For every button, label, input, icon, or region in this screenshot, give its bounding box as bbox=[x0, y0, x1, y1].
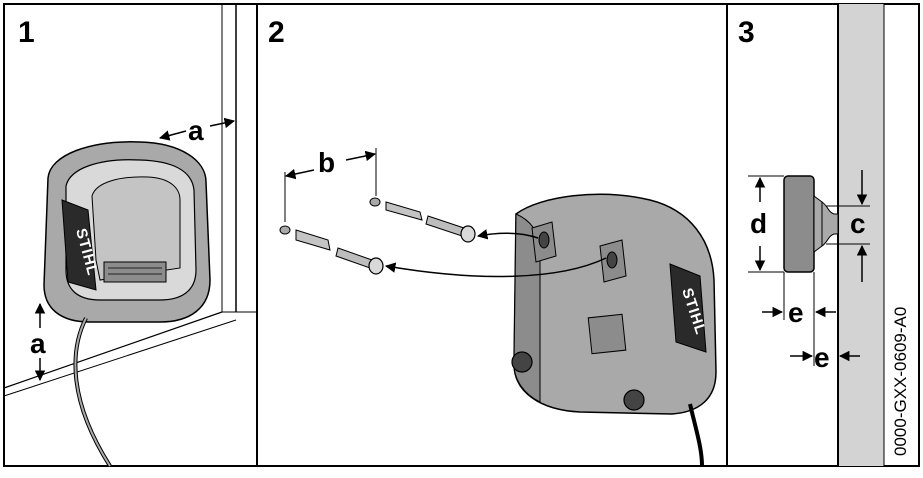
wall-section bbox=[838, 4, 884, 466]
dimension-arrow-a-top-right bbox=[209, 117, 236, 129]
dimension-arrow-b-right bbox=[345, 150, 377, 162]
panel-number-3: 3 bbox=[738, 16, 755, 49]
charger-cradle-opening bbox=[91, 176, 181, 281]
charger-contacts bbox=[103, 261, 167, 283]
dimension-label-a-top: a bbox=[188, 115, 204, 146]
brand-plate-back bbox=[669, 263, 707, 353]
mounting-arrow-upper bbox=[476, 229, 539, 240]
panel-number-2: 2 bbox=[268, 16, 285, 49]
wall-plug-upper bbox=[385, 201, 423, 221]
charger-back-label-area bbox=[587, 313, 627, 355]
mounting-arrow-lower bbox=[384, 257, 607, 278]
dimension-arrow-b-left bbox=[284, 168, 315, 180]
screw-head-profile bbox=[783, 175, 815, 273]
charger-foot-right bbox=[623, 389, 645, 411]
panel-1: STIHL a a 1 bbox=[3, 4, 257, 468]
charger-foot-left bbox=[511, 351, 533, 373]
dimension-label-b: b bbox=[318, 147, 335, 178]
dimension-label-e-lower: e bbox=[814, 342, 830, 373]
charger-back-body bbox=[513, 193, 717, 415]
dimension-label-c: c bbox=[850, 208, 866, 239]
dimension-label-e-upper: e bbox=[788, 297, 804, 328]
charger-back-cable bbox=[688, 403, 704, 467]
screw-head-upper bbox=[460, 225, 476, 243]
dimension-arrow-a-top-left bbox=[158, 130, 187, 141]
panel-3: 3 d c e e 0000-GXX-0609-A0 bbox=[738, 4, 910, 466]
dimension-label-a-left: a bbox=[30, 328, 46, 359]
panel-number-1: 1 bbox=[18, 16, 35, 49]
drill-hole-upper bbox=[369, 197, 381, 207]
floor-edge-diagonal-2 bbox=[3, 319, 237, 397]
wall-plug-lower bbox=[295, 229, 331, 251]
drill-hole-lower bbox=[279, 225, 291, 235]
panel-2: 2 b STIHL bbox=[268, 16, 717, 467]
screw-shank-profile bbox=[821, 201, 839, 247]
brand-plate-front bbox=[61, 199, 97, 291]
dimension-label-d: d bbox=[750, 208, 767, 239]
figure-code: 0000-GXX-0609-A0 bbox=[891, 307, 910, 456]
screw-head-lower bbox=[368, 257, 384, 275]
